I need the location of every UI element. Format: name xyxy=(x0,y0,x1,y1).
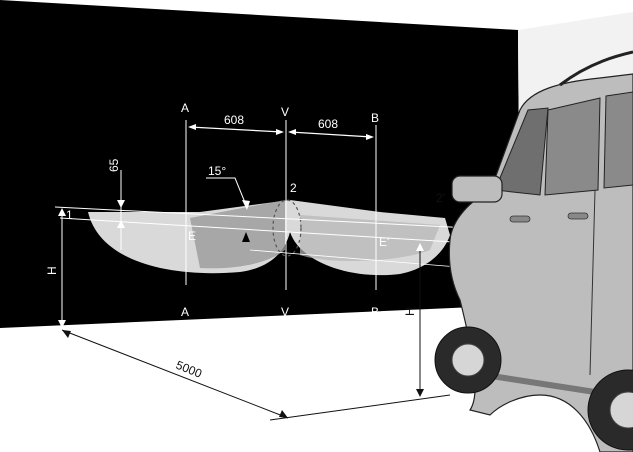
horizontal-line-lower xyxy=(249,249,471,269)
label-offset-65: 65 xyxy=(107,158,121,172)
label-point-2prime: 2' xyxy=(436,191,445,205)
label-point-1: 1 xyxy=(66,208,73,222)
label-height-right: H xyxy=(403,307,417,316)
dim-left-arrowhead-l xyxy=(188,124,196,130)
offset-65-arrow-up xyxy=(117,220,125,228)
dim-left-arrow xyxy=(189,126,283,133)
height-right-arrow-top xyxy=(416,243,424,251)
vehicle-illustration xyxy=(434,50,633,452)
offset-65-arrow-down xyxy=(117,200,125,208)
label-a-bottom: A xyxy=(181,305,189,319)
label-v-top: V xyxy=(281,105,289,119)
vehicle-front-rim xyxy=(451,343,485,377)
label-angle-15: 15° xyxy=(208,164,226,178)
angle-15-leader xyxy=(206,177,247,206)
vehicle-side-window-rear xyxy=(603,91,633,189)
label-height-left: H xyxy=(45,266,59,275)
vehicle-side-mirror xyxy=(451,175,503,203)
vehicle-side-step xyxy=(484,372,596,395)
vehicle-rear-rim xyxy=(609,391,633,429)
vehicle-windshield xyxy=(494,107,549,196)
height-right-arrow-bottom xyxy=(416,389,424,397)
label-point-eprime: E' xyxy=(379,235,389,249)
alignment-screen-wall xyxy=(0,0,520,328)
dim-right-arrowhead-l xyxy=(288,129,296,135)
vehicle-door-handle-2 xyxy=(567,212,589,220)
vehicle-door-handle-1 xyxy=(509,215,531,223)
label-b-bottom: B xyxy=(371,305,379,319)
dim-left-arrowhead-r xyxy=(276,129,284,135)
angle-15-arrowhead-top xyxy=(242,200,250,210)
center-lamp-ellipse xyxy=(272,199,302,257)
label-point-2: 2 xyxy=(290,181,297,195)
label-point-e: E xyxy=(188,229,196,243)
vehicle-door-line xyxy=(589,189,596,376)
floor-distance-arrow-b xyxy=(279,410,288,418)
floor-distance-line xyxy=(61,329,289,419)
floor-edge-line xyxy=(269,394,451,421)
label-dist-right: 608 xyxy=(318,117,338,131)
angle-15-arrowhead-bottom xyxy=(242,232,250,242)
label-dist-left: 608 xyxy=(224,113,244,127)
height-left-arrow-bottom xyxy=(58,320,66,328)
label-a-top: A xyxy=(181,101,189,115)
right-beam-dark-zone xyxy=(300,215,440,262)
vehicle-side-window-front xyxy=(544,97,601,196)
label-b-top: B xyxy=(371,111,379,125)
label-v-bottom: V xyxy=(281,305,289,319)
height-left-arrow-top xyxy=(58,208,66,216)
floor-distance-arrow-a xyxy=(62,330,71,338)
dim-right-arrow xyxy=(289,131,373,138)
horizontal-line-1 xyxy=(54,206,471,229)
label-distance-floor: 5000 xyxy=(174,358,204,381)
horizontal-line-e xyxy=(59,217,471,244)
dim-right-arrowhead-r xyxy=(366,134,374,140)
vehicle-roof-rack xyxy=(559,50,633,87)
